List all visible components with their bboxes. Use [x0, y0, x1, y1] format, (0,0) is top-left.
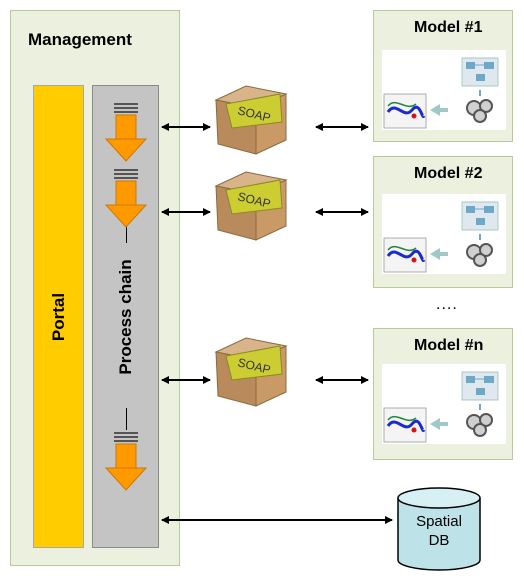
- soap-box-1: [215, 85, 287, 155]
- soap-box-3: [215, 337, 287, 407]
- model-thumbnail-2: [380, 192, 508, 276]
- model-title-2: Model #2: [414, 165, 483, 182]
- model-thumbnail-n: [380, 362, 508, 446]
- process-step-arrow-1: [105, 102, 147, 162]
- management-title: Management: [28, 30, 132, 49]
- process-chain-line-bottom: [126, 408, 127, 430]
- soap-box-2: [215, 171, 287, 241]
- spatial-db-label: Spatial DB: [396, 512, 482, 550]
- process-step-arrow-2: [105, 168, 147, 228]
- models-ellipsis: ....: [436, 296, 458, 313]
- process-chain-line-top: [126, 225, 127, 243]
- spatial-db-cylinder: [397, 487, 481, 571]
- portal-bar: Portal: [33, 85, 84, 548]
- spatial-db-label-line2: DB: [428, 532, 450, 549]
- spatial-db-label-line1: Spatial: [416, 513, 462, 530]
- model-title-1: Model #1: [414, 19, 483, 36]
- process-step-arrow-3: [105, 431, 147, 491]
- model-thumbnail-1: [380, 48, 508, 132]
- model-title-n: Model #n: [414, 337, 484, 354]
